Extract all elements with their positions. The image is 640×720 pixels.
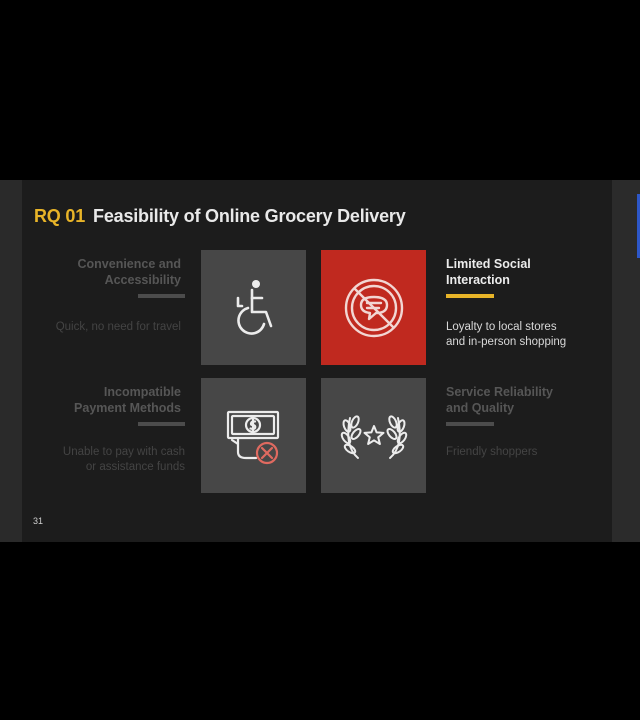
no-talking-icon xyxy=(344,278,403,337)
label-limited-social-line2: Interaction xyxy=(446,273,510,287)
slide-title: RQ 01 Feasibility of Online Grocery Deliv… xyxy=(34,206,406,227)
label-service-reliability-line2: and Quality xyxy=(446,401,515,415)
label-service-reliability: Service Reliability and Quality xyxy=(446,384,596,416)
tile-accessibility xyxy=(201,250,306,365)
window-accent-strip xyxy=(637,194,640,258)
desc-incompatible-payment-line1: Unable to pay with cash xyxy=(62,446,185,458)
screen-edge-right xyxy=(612,180,640,542)
label-limited-social-line1: Limited Social xyxy=(446,257,531,271)
label-incompatible-payment: Incompatible Payment Methods xyxy=(42,384,181,416)
desc-incompatible-payment: Unable to pay with cash or assistance fu… xyxy=(42,445,185,475)
divider-limited-social xyxy=(446,294,494,298)
laurel-star-icon xyxy=(340,414,407,459)
tile-payment-methods xyxy=(201,378,306,493)
screen-edge-left xyxy=(0,180,22,542)
title-prefix: RQ 01 xyxy=(34,206,86,226)
tile-social-interaction xyxy=(321,250,426,365)
desc-limited-social-line1: Loyalty to local stores xyxy=(446,321,557,333)
cash-declined-icon xyxy=(226,410,279,464)
divider-convenience xyxy=(138,294,185,298)
divider-service-reliability xyxy=(446,422,494,426)
label-convenience-line1: Convenience and xyxy=(77,257,182,271)
label-limited-social: Limited Social Interaction xyxy=(446,256,596,288)
title-text: Feasibility of Online Grocery Delivery xyxy=(93,206,406,226)
desc-convenience: Quick, no need for travel xyxy=(55,321,181,333)
desc-incompatible-payment-line2: or assistance funds xyxy=(85,461,185,473)
page-number: 31 xyxy=(33,516,44,526)
label-convenience-line2: Accessibility xyxy=(104,273,181,287)
label-service-reliability-line1: Service Reliability xyxy=(446,385,554,399)
desc-service-reliability: Friendly shoppers xyxy=(446,446,538,458)
wheelchair-icon xyxy=(236,279,272,335)
label-convenience: Convenience and Accessibility xyxy=(42,256,182,288)
divider-incompatible-payment xyxy=(138,422,185,426)
desc-limited-social: Loyalty to local stores and in-person sh… xyxy=(446,320,606,350)
presentation-slide: RQ 01 Feasibility of Online Grocery Deliv… xyxy=(22,180,612,542)
label-incompatible-payment-line1: Incompatible xyxy=(103,385,181,399)
label-incompatible-payment-line2: Payment Methods xyxy=(74,401,181,415)
desc-limited-social-line2: and in-person shopping xyxy=(446,336,567,348)
tile-service-quality xyxy=(321,378,426,493)
